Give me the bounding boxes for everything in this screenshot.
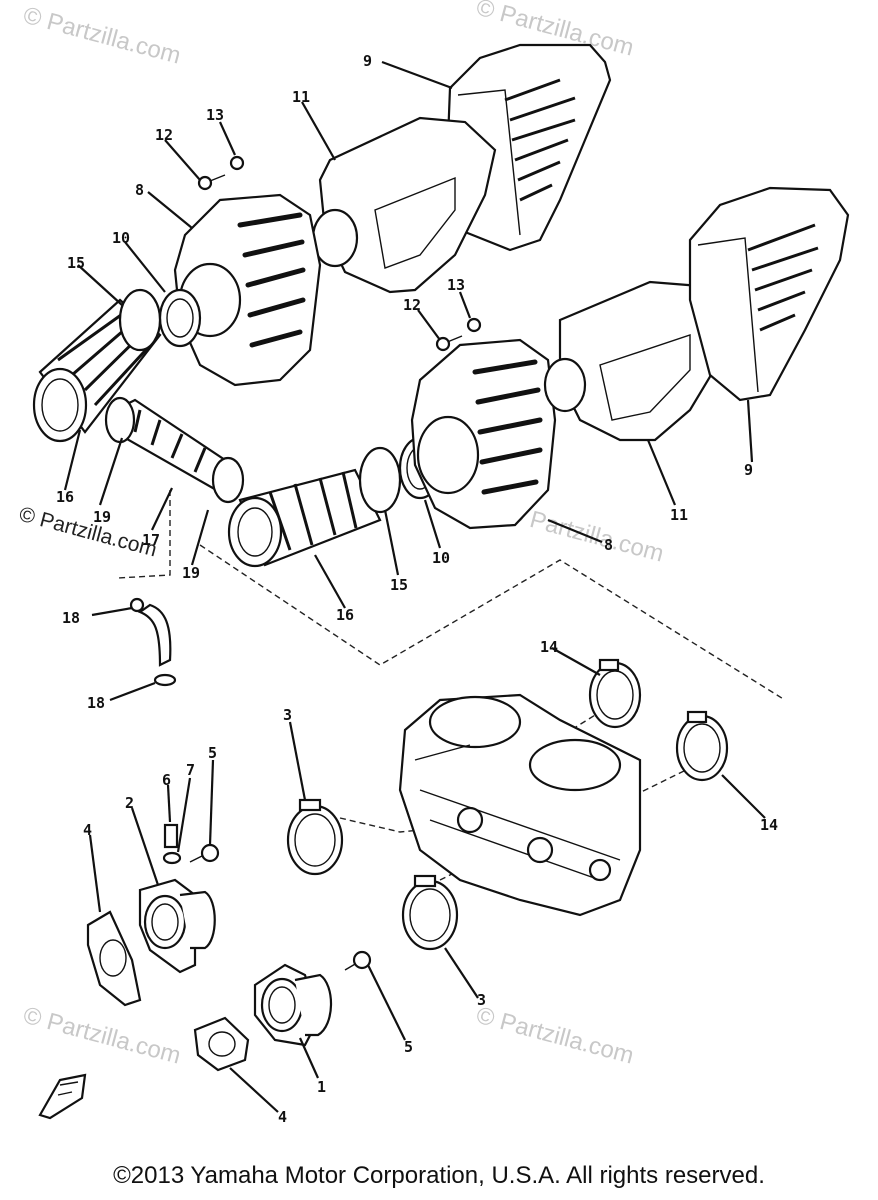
clamp-14-upper [588, 658, 642, 729]
callout-15: 15 [67, 254, 85, 272]
callout-11: 11 [670, 506, 688, 524]
carburetor-assembly [398, 693, 642, 917]
breather-pipe [129, 597, 177, 687]
leader-dashed [554, 711, 601, 741]
intake-box-left [173, 193, 322, 387]
callout-6: 6 [162, 771, 171, 789]
callout-9: 9 [363, 52, 372, 70]
intake-box-right [410, 338, 557, 530]
air-filter-case-right [688, 186, 850, 402]
callout-12: 12 [403, 296, 421, 314]
bolt-12-right [435, 335, 463, 352]
callout-9: 9 [744, 461, 753, 479]
callout-11: 11 [292, 88, 310, 106]
callout-2: 2 [125, 794, 134, 812]
manifold-2 [138, 878, 216, 974]
manifold-1 [253, 963, 333, 1047]
clamp-3-upper [286, 798, 344, 876]
callout-13: 13 [447, 276, 465, 294]
callout-labels: 9 11 13 12 8 10 15 12 13 9 11 8 10 15 16… [56, 52, 778, 1126]
callout-5: 5 [208, 744, 217, 762]
callout-16: 16 [336, 606, 354, 624]
watermark: © Partzilla.com [20, 2, 183, 70]
filter-housing-right [543, 280, 727, 442]
callout-1: 1 [317, 1078, 326, 1096]
callout-14: 14 [540, 638, 558, 656]
washer-13-left [229, 155, 245, 171]
leader-dashed [339, 817, 421, 833]
gasket-4-left [86, 910, 142, 1007]
callout-3: 3 [283, 706, 292, 724]
callout-18: 18 [62, 609, 80, 627]
bolt-12-left [197, 174, 226, 191]
clamp-3-lower [401, 874, 459, 951]
callout-7: 7 [186, 761, 195, 779]
callout-12: 12 [155, 126, 173, 144]
watermark: © Partzilla.com [20, 1002, 183, 1070]
callout-14: 14 [760, 816, 778, 834]
callout-13: 13 [206, 106, 224, 124]
watermark: © Partzilla.com [473, 1002, 636, 1070]
callout-19: 19 [93, 508, 111, 526]
callout-17: 17 [142, 531, 160, 549]
screw-5-upper [189, 843, 220, 863]
callout-16: 16 [56, 488, 74, 506]
leader-dashed [199, 544, 786, 701]
watermark-side: © Partzilla.com [17, 503, 160, 562]
callout-18: 18 [87, 694, 105, 712]
washer-13-right [466, 317, 482, 333]
callout-5: 5 [404, 1038, 413, 1056]
clamp-14-right [675, 710, 729, 782]
callout-19: 19 [182, 564, 200, 582]
callout-8: 8 [604, 536, 613, 554]
nipple-6 [163, 823, 179, 849]
callout-10: 10 [112, 229, 130, 247]
callout-15: 15 [390, 576, 408, 594]
screw-5-lower [344, 950, 372, 971]
leader-lines [63, 60, 766, 1113]
callout-4: 4 [278, 1108, 287, 1126]
oring-7 [162, 851, 182, 865]
callout-3: 3 [477, 991, 486, 1009]
gasket-4-lower [193, 1016, 250, 1072]
joint-pipe [104, 396, 245, 504]
leader-dashed [117, 490, 171, 579]
callout-10: 10 [432, 549, 450, 567]
callout-8: 8 [135, 181, 144, 199]
filter-housing-left [311, 116, 497, 294]
copyright-notice: ©2013 Yamaha Motor Corporation, U.S.A. A… [113, 1162, 765, 1189]
callout-4: 4 [83, 821, 92, 839]
intake-hose-right [227, 446, 402, 568]
front-arrow-icon [38, 1073, 87, 1120]
intake-hose-left [32, 288, 162, 443]
